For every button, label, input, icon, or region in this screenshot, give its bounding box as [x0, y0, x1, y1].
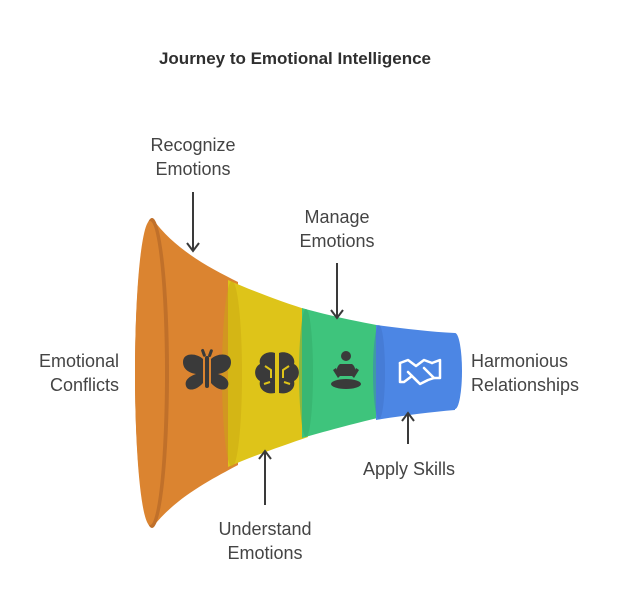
arrow-understand [258, 449, 272, 505]
meditation-icon [331, 351, 361, 389]
arrow-recognize [186, 192, 200, 253]
butterfly-icon [183, 348, 231, 390]
funnel-segment-apply [376, 325, 455, 420]
label-apply-skills: Apply Skills [362, 459, 456, 479]
arrow-apply [401, 411, 415, 444]
arrow-manage [330, 263, 344, 320]
diagram-title: Journey to Emotional Intelligence [158, 49, 432, 68]
brain-icon [255, 352, 299, 394]
handshake-icon [398, 358, 442, 386]
